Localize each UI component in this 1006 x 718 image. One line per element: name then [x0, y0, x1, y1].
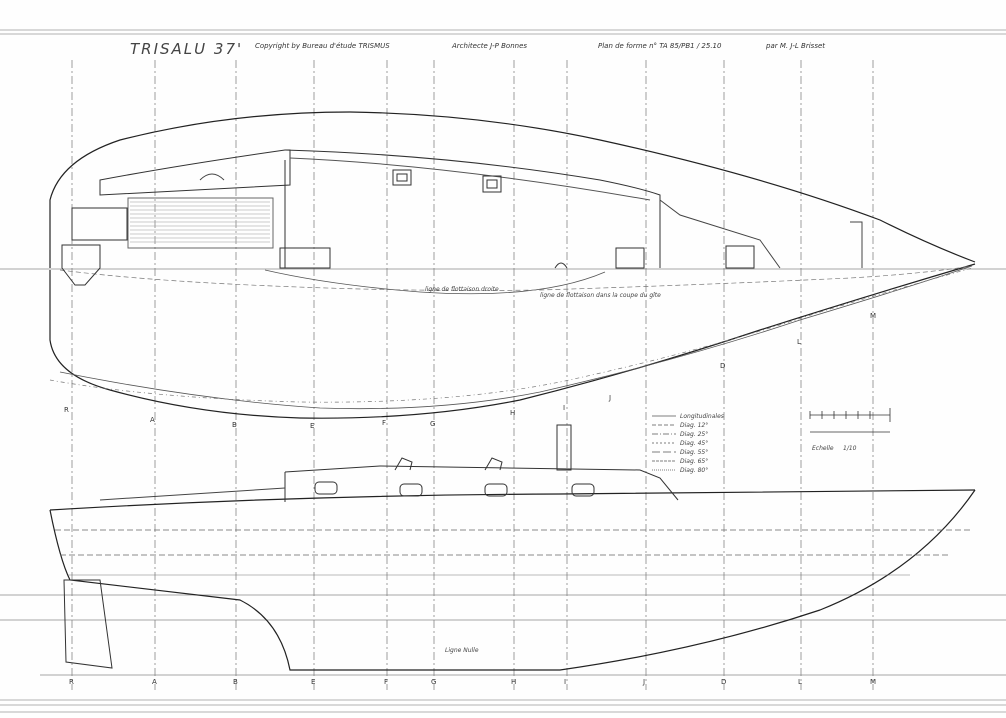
- station-label-top: J: [608, 394, 611, 402]
- station-label-top: M: [870, 312, 876, 320]
- author-note: par M. J-L Brisset: [766, 42, 826, 50]
- station-label-top: E: [310, 422, 314, 430]
- profile-view: [49, 424, 976, 671]
- diagonals-legend: [652, 415, 676, 471]
- heel-waterline-annotation: ligne de flottaison dans la coupe du gît…: [540, 292, 661, 299]
- plan-view: [49, 111, 976, 419]
- legend-label: Diag. 55°: [680, 449, 708, 456]
- station-label-bottom: I: [564, 678, 566, 686]
- station-label-bottom: M: [870, 678, 876, 686]
- station-label-bottom: B: [233, 678, 238, 686]
- legend-label: Diag. 65°: [680, 458, 708, 465]
- copyright-note: Copyright by Bureau d'étude TRISMUS: [255, 42, 390, 50]
- station-label-bottom: E: [311, 678, 315, 686]
- scale-bar: [809, 408, 891, 433]
- keel-annotation: Ligne Nulle: [445, 647, 479, 654]
- station-label-top: H: [510, 409, 515, 417]
- architect-note: Architecte J-P Bonnes: [452, 42, 528, 50]
- station-label-bottom: J: [642, 678, 645, 686]
- station-label-top: F: [382, 419, 386, 427]
- station-lines: [71, 60, 874, 690]
- waterline-annotation: ligne de flottaison droite: [425, 286, 499, 293]
- border-rules: [0, 29, 1006, 713]
- station-label-bottom: F: [384, 678, 388, 686]
- plan-reference: Plan de forme n° TA 85/PB1 / 25.10: [598, 42, 722, 50]
- legend-label: Diag. 12°: [680, 422, 708, 429]
- station-labels-top: R A B E F G H I J D L M: [64, 312, 876, 430]
- legend-label: Longitudinales: [680, 413, 724, 420]
- station-labels-bottom: R A B E F G H I J D L M: [69, 678, 876, 686]
- station-label-bottom: D: [721, 678, 726, 686]
- scale-value: 1/10: [843, 445, 857, 452]
- station-label-top: I: [563, 404, 565, 412]
- station-label-top: G: [430, 420, 435, 428]
- drawing-title: TRISALU 37': [130, 40, 244, 58]
- legend-label: Diag. 80°: [680, 467, 708, 474]
- station-label-bottom: H: [511, 678, 516, 686]
- station-label-bottom: A: [152, 678, 157, 686]
- station-label-bottom: R: [69, 678, 74, 686]
- station-label-top: L: [797, 338, 801, 346]
- reference-lines: [0, 268, 1006, 676]
- scale-label: Echelle: [812, 445, 834, 452]
- station-label-top: D: [720, 362, 725, 370]
- station-label-top: R: [64, 406, 69, 414]
- legend-label: Diag. 25°: [680, 431, 708, 438]
- station-label-top: A: [150, 416, 155, 424]
- station-label-bottom: G: [431, 678, 436, 686]
- station-label-bottom: L: [798, 678, 802, 686]
- station-label-top: B: [232, 421, 237, 429]
- legend-label: Diag. 45°: [680, 440, 708, 447]
